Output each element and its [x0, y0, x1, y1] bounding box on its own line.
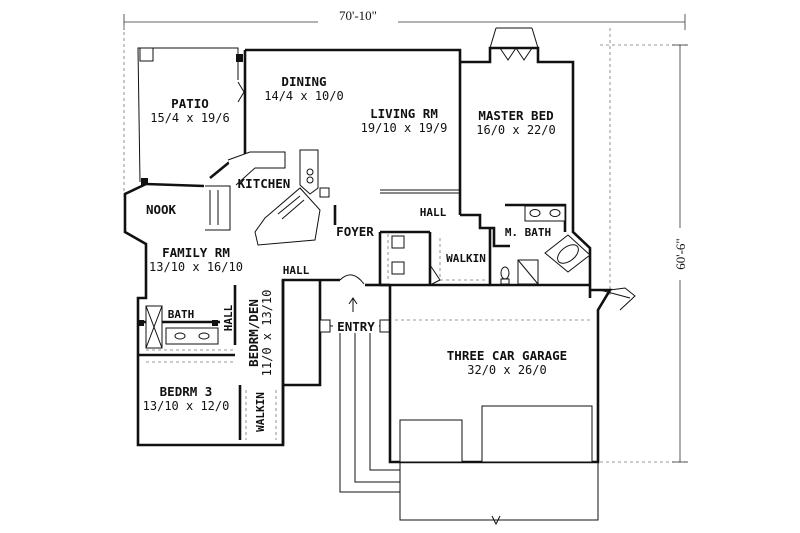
- patio-label: PATIO: [171, 96, 209, 111]
- bedroom3-label: BEDRM 3: [160, 384, 213, 399]
- hall-label-left: HALL: [222, 304, 235, 331]
- width-dimension: 70'-10": [123, 8, 686, 30]
- nook-label: NOOK: [146, 202, 177, 217]
- patio-size: 15/4 x 19/6: [150, 111, 229, 125]
- depth-dimension-label: 60'-6": [673, 238, 688, 269]
- entry-label: ENTRY: [337, 319, 375, 334]
- family-room-size: 13/10 x 16/10: [149, 260, 243, 274]
- garage-label: THREE CAR GARAGE: [447, 348, 567, 363]
- master-walkin-closet: [429, 238, 486, 286]
- family-room-label: FAMILY RM: [162, 245, 230, 260]
- kitchen-label: KITCHEN: [238, 176, 291, 191]
- master-bed-label: MASTER BED: [478, 108, 553, 123]
- bedroom3-size: 13/10 x 12/0: [143, 399, 230, 413]
- master-walkin-label: WALKIN: [446, 252, 486, 265]
- den-walkin-label: WALKIN: [254, 392, 267, 432]
- den-size: 11/0 x 13/10: [260, 290, 274, 377]
- garage-outline: [380, 283, 636, 464]
- master-bath-fixtures: [500, 205, 591, 285]
- master-bay: [489, 27, 539, 61]
- den-walkin: [245, 390, 277, 440]
- bath-label: BATH: [168, 308, 195, 321]
- bath-fixtures: [138, 305, 235, 363]
- den-label: BEDRM/DEN: [246, 299, 261, 367]
- width-dimension-label: 70'-10": [339, 8, 377, 23]
- master-bath-label: M. BATH: [505, 226, 551, 239]
- living-size: 19/10 x 19/9: [361, 121, 448, 135]
- dining-label: DINING: [281, 74, 326, 89]
- hall-label-top: HALL: [420, 206, 447, 219]
- foyer-label: FOYER: [336, 224, 374, 239]
- garage-size: 32/0 x 26/0: [467, 363, 546, 377]
- hall-label-mid: HALL: [283, 264, 310, 277]
- hall-closet: [387, 234, 405, 282]
- driveway: [339, 332, 599, 526]
- kitchen-counters: [205, 149, 330, 246]
- depth-dimension: 60'-6": [668, 44, 692, 463]
- interior-walls: [320, 189, 590, 287]
- dining-size: 14/4 x 10/0: [264, 89, 343, 103]
- master-bed-size: 16/0 x 22/0: [476, 123, 555, 137]
- living-label: LIVING RM: [370, 106, 438, 121]
